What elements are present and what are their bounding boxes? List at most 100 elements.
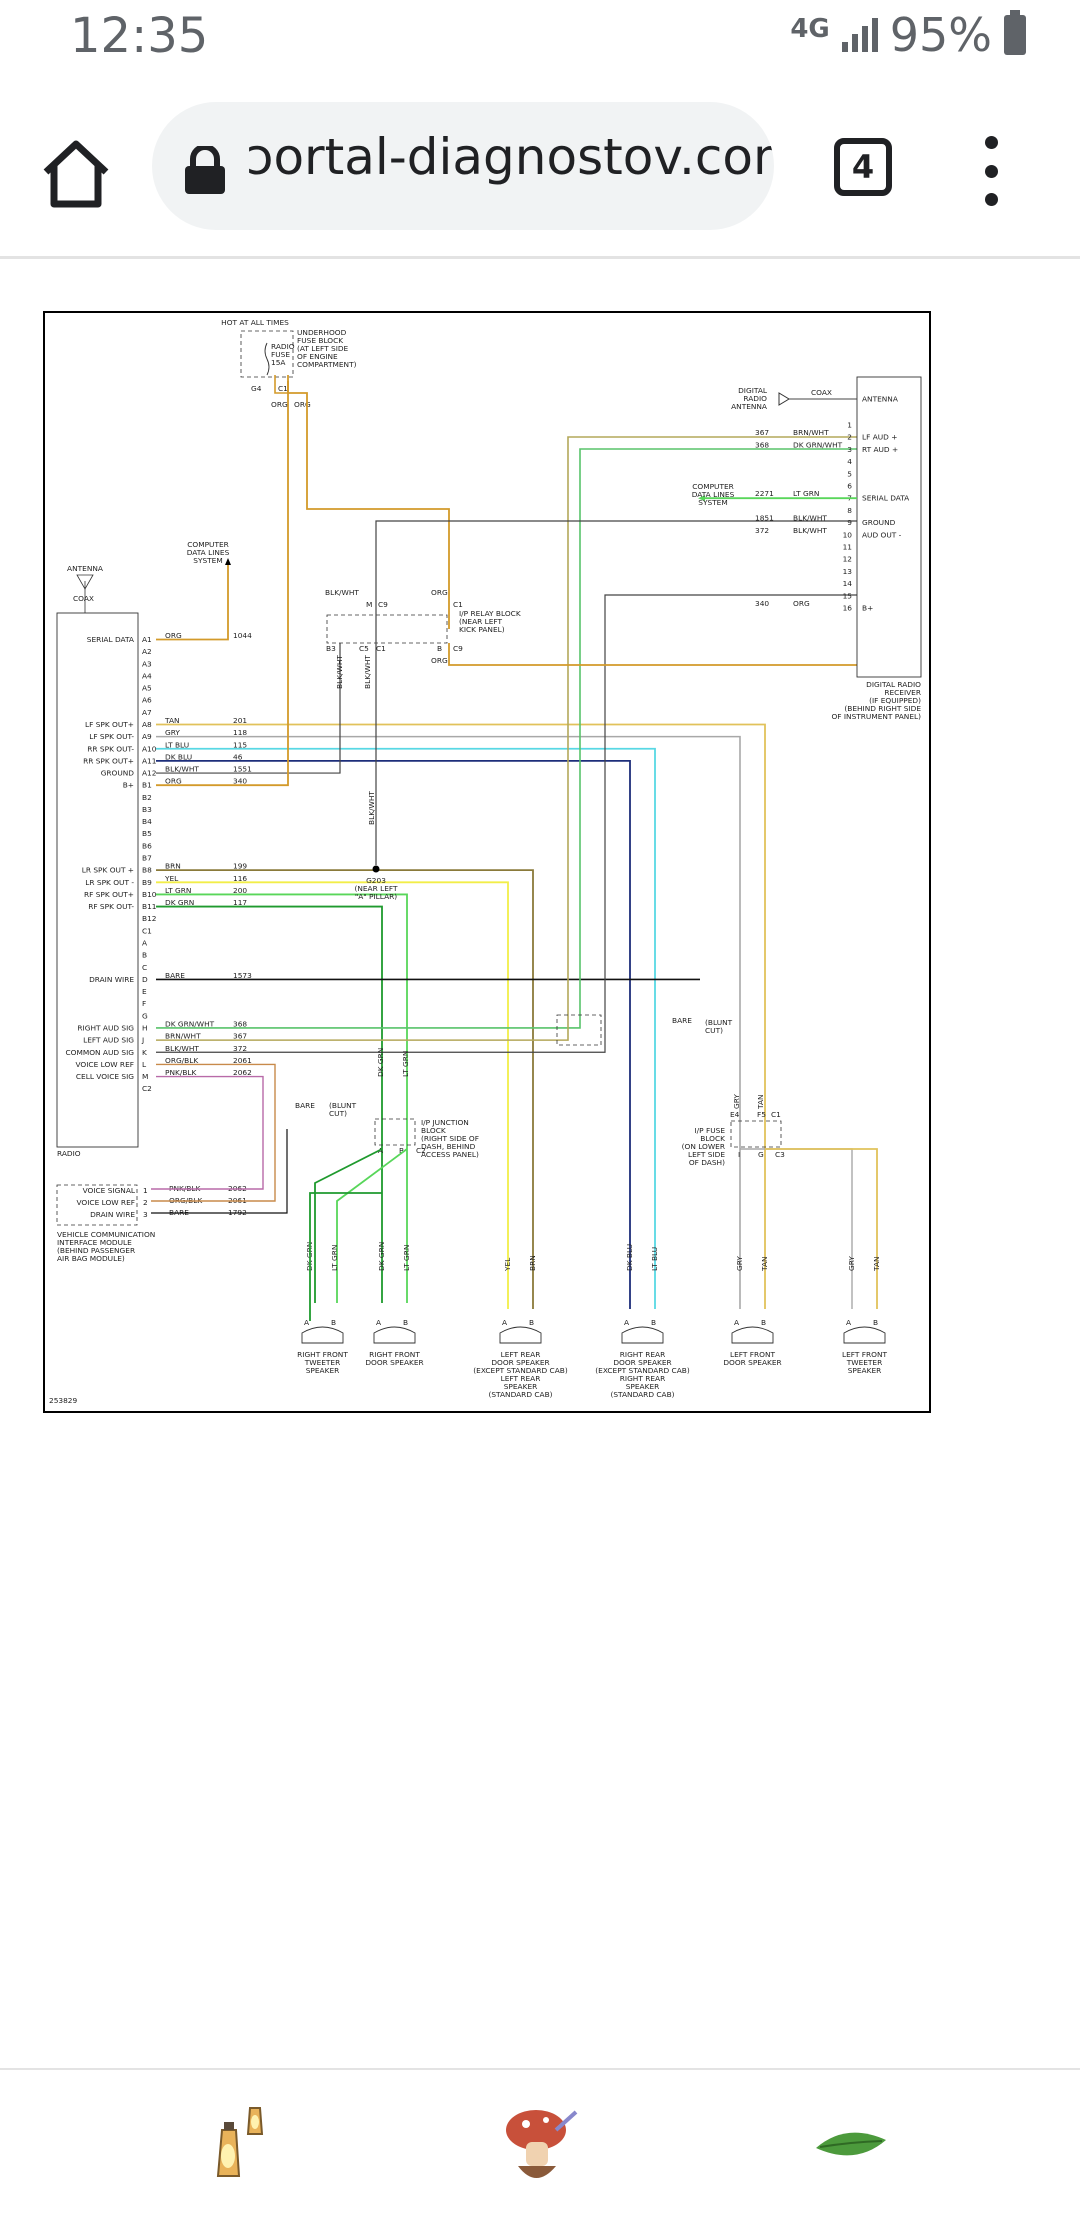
radio-function-label: RR SPK OUT+ [83,756,134,765]
digital-antenna-icon [778,392,790,406]
radio-pin-label: A9 [142,732,152,741]
wire-ddr-ground [375,520,857,609]
more-vert-icon[interactable] [968,136,1014,206]
wire-lf-spk-plus [156,723,766,1309]
radio-function-label: RR SPK OUT- [87,744,134,753]
junction-wire-label: DK GRN [376,1048,385,1077]
speaker-pin: A [502,1318,507,1327]
relay-vertical-label: BLK/WHT [335,655,344,689]
ddr-name-label: (IF EQUIPPED) [869,696,921,705]
ddr-pin: 6 [847,482,852,491]
ip-fuse-block-lower [730,1120,782,1148]
home-icon [43,140,109,208]
radio-module-box [56,612,139,1148]
relay-bottom-pin: C5 [359,644,369,653]
radio-wire-color: TAN [164,716,180,725]
url-text: ɔortal-diagnostov.com [246,128,774,186]
radio-pin-label: B3 [142,805,152,814]
speaker-pin: A [624,1318,629,1327]
radio-wire-color: LT GRN [165,886,191,895]
ddr-wire-color: DK GRN/WHT [793,440,843,449]
address-bar[interactable]: ɔortal-diagnostov.com [152,102,774,230]
fuse-block2-label: (ON LOWER [682,1142,725,1151]
ddr-pin: 13 [843,567,853,576]
fuse-block2-pin: I [738,1150,740,1159]
speaker-pin: A [376,1318,381,1327]
relay-vertical-label: BLK/WHT [363,655,372,689]
relay-bottom-pin: C9 [453,644,463,653]
speaker-icon [843,1326,886,1344]
speaker-wire-label: TAN [760,1256,769,1272]
radio-wire-circuit: 46 [233,752,243,761]
fuse-block-label: OF ENGINE [297,352,338,361]
tab-switcher-button[interactable]: 4 [834,138,892,196]
ground-point-icon [372,865,380,873]
ip-junction-block [374,1118,416,1146]
radio-pin-label: B4 [142,817,152,826]
fuse-pin: G4 [251,384,262,393]
radio-function-label: B+ [123,781,134,790]
junction-block-label: BLOCK [421,1126,446,1135]
fuse-block2-wire: GRY [732,1094,741,1109]
wire-vcim-voice [151,1183,264,1190]
relay-bottom-pin: C1 [376,644,386,653]
speaker-wire-label: GRY [847,1256,856,1271]
radio-wire-circuit: 1551 [233,765,252,774]
radio-wire-circuit: 117 [233,898,247,907]
fuse-block2-label: I/P FUSE [695,1126,726,1135]
wire-tweeter-pos [336,1148,408,1303]
radio-pin-label: B7 [142,854,152,863]
radio-pin-label: E [142,987,147,996]
battery-icon [1004,10,1026,55]
speaker-name-label: SPEAKER [504,1382,538,1391]
radio-wire-color: BLK/WHT [165,765,199,774]
radio-pin-label: C [142,963,147,972]
wire-lf-spk-minus [156,735,741,1309]
speaker-icon [621,1326,664,1344]
wire-right-aud [156,448,857,1029]
ddr-function-label: RT AUD + [862,445,898,454]
speaker-wire-label: TAN [872,1256,881,1272]
speaker-name-label: DOOR SPEAKER [365,1358,423,1367]
vcim-function-label: VOICE SIGNAL [83,1186,136,1195]
ddr-pin: 14 [843,579,853,588]
blunt-label: (BLUNT [329,1101,357,1110]
speaker-name-label: SPEAKER [848,1366,882,1375]
browser-toolbar: ɔortal-diagnostov.com 4 [0,80,1080,259]
wire-lr-spk-minus [156,881,509,1309]
radio-antenna-label: ANTENNA [67,564,103,573]
vcim-function-label: VOICE LOW REF [77,1198,136,1207]
ddr-function-label: AUD OUT - [862,530,902,539]
wire-rf-spk-plus [156,893,408,1303]
computer-data-label: SYSTEM [193,556,222,565]
radio-function-label: DRAIN WIRE [89,975,134,984]
ddr-pin: 9 [847,518,852,527]
mushroom-character-icon[interactable] [496,2100,586,2190]
radio-function-label: RF SPK OUT+ [84,890,134,899]
radio-pin-label: B [142,951,147,960]
radio-pin-label: B2 [142,793,152,802]
radio-pin-label: A12 [142,769,156,778]
junction-block-label: DASH, BEHIND [421,1142,476,1151]
home-button[interactable] [36,134,116,214]
ddr-wire-circuit: 2271 [755,489,774,498]
blunt-label: CUT) [329,1109,347,1118]
speaker-pin: A [846,1318,851,1327]
ddr-pin: 1 [847,421,852,430]
lamp-icon[interactable] [198,2100,288,2190]
vcim-name-label: INTERFACE MODULE [57,1238,132,1247]
speaker-pin: B [331,1318,336,1327]
relay-block-label: I/P RELAY BLOCK [459,609,521,618]
wire-serial-data [156,565,229,641]
computer-data-right-label: DATA LINES [692,490,735,499]
wire-radio-ground [156,643,341,774]
speaker-pin: B [761,1318,766,1327]
ddr-wire-circuit: 367 [755,428,769,437]
fuse-pin: C1 [278,384,288,393]
ddr-wire-color: LT GRN [793,489,819,498]
radio-wire-circuit: 2062 [233,1068,252,1077]
leaf-icon[interactable] [806,2100,896,2190]
network-type-icon: 4G [790,14,830,44]
radio-pin-label: A5 [142,684,152,693]
ddr-pin: 12 [843,555,852,564]
